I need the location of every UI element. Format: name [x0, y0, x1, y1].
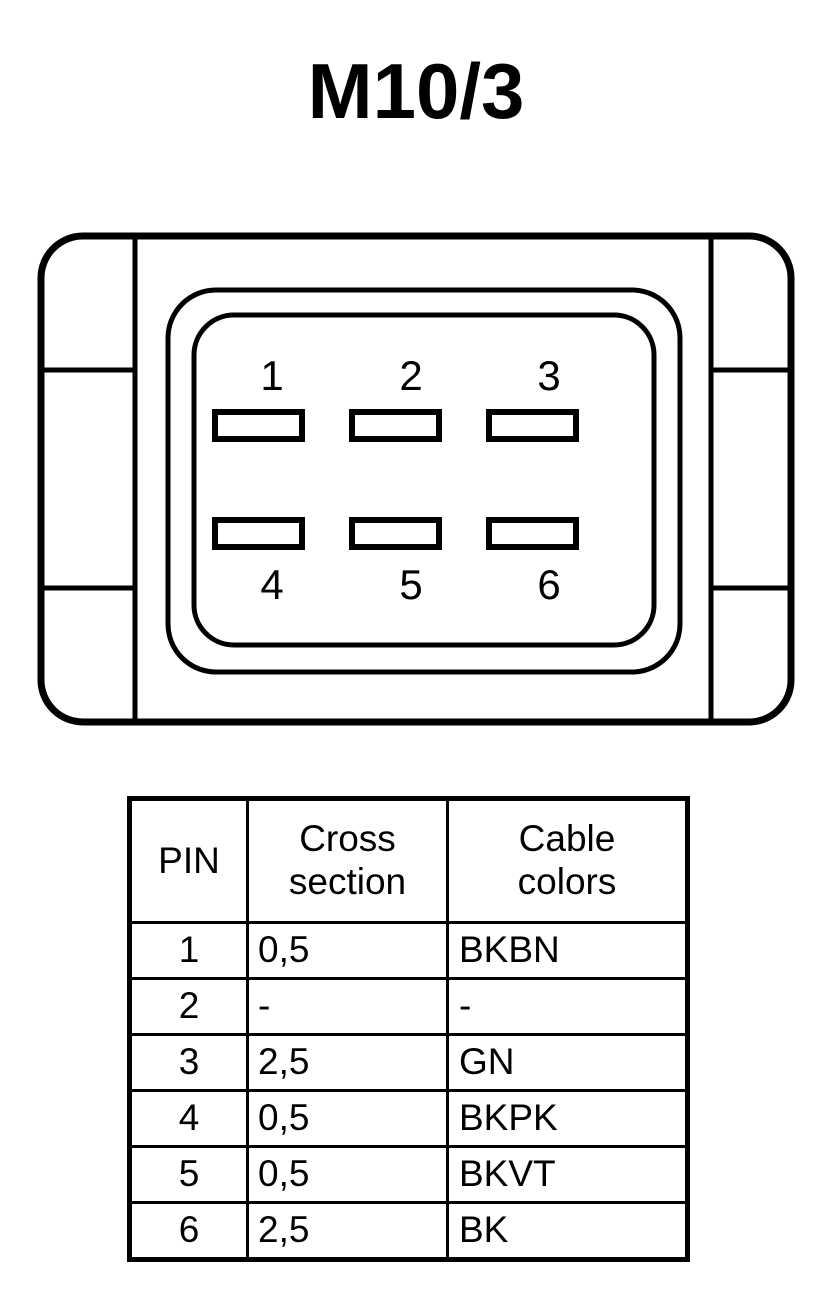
pin-slot-6 [486, 517, 579, 550]
connector-middle-shroud [165, 287, 683, 675]
pin-label-6: 6 [537, 561, 560, 608]
column-header-cross-line-2: section [288, 861, 407, 902]
pin-slot-1 [212, 409, 305, 442]
table-row: 2 - - [128, 977, 689, 1036]
cell-cross-section: 2,5 [246, 1201, 449, 1261]
connector-inner-cavity [191, 312, 657, 648]
pin-label-1: 1 [260, 352, 283, 399]
cell-cable-colors: BKPK [446, 1089, 689, 1148]
pin-assignment-table: PIN Cross section Cable colors 1 0,5 BKB… [127, 796, 690, 1262]
cell-cable-colors: BKVT [446, 1145, 689, 1204]
table-row: 5 0,5 BKVT [128, 1145, 689, 1204]
cell-cable-colors: BKBN [446, 921, 689, 980]
pin-slot-3 [486, 409, 579, 442]
cell-cable-colors: - [446, 977, 689, 1036]
column-header-colors-line-1: Cable [518, 818, 616, 860]
cell-pin: 6 [128, 1201, 249, 1261]
table-header-row: PIN Cross section Cable colors [128, 797, 689, 924]
cell-cable-colors: GN [446, 1033, 689, 1092]
cell-pin: 5 [128, 1145, 249, 1204]
column-header-cross-section: Cross section [246, 797, 449, 924]
pin-assignment-table-wrapper: PIN Cross section Cable colors 1 0,5 BKB… [127, 796, 690, 1262]
cell-pin: 3 [128, 1033, 249, 1092]
column-header-cross-line-1: Cross [299, 818, 396, 860]
connector-svg: 1 2 3 4 5 6 [37, 232, 795, 726]
pin-slot-4 [212, 517, 305, 550]
cell-pin: 2 [128, 977, 249, 1036]
pin-label-4: 4 [260, 561, 283, 608]
column-header-cable-colors: Cable colors [446, 797, 689, 924]
connector-outer-housing [37, 232, 795, 726]
cell-cable-colors: BK [446, 1201, 689, 1261]
pin-slot-2 [349, 409, 442, 442]
cell-cross-section: - [246, 977, 449, 1036]
pin-label-5: 5 [399, 561, 422, 608]
cell-pin: 4 [128, 1089, 249, 1148]
table-row: 4 0,5 BKPK [128, 1089, 689, 1148]
cell-cross-section: 2,5 [246, 1033, 449, 1092]
connector-diagram: 1 2 3 4 5 6 [0, 222, 832, 734]
column-header-pin: PIN [128, 797, 249, 924]
page-title: M10/3 [307, 47, 525, 135]
column-header-colors-line-2: colors [517, 861, 617, 902]
pin-label-2: 2 [399, 352, 422, 399]
cell-cross-section: 0,5 [246, 921, 449, 980]
pin-slot-5 [349, 517, 442, 550]
pin-label-3: 3 [537, 352, 560, 399]
table-row: 1 0,5 BKBN [128, 921, 689, 980]
column-header-pin-line-1: PIN [158, 839, 220, 881]
cell-cross-section: 0,5 [246, 1145, 449, 1204]
table-row: 3 2,5 GN [128, 1033, 689, 1092]
cell-cross-section: 0,5 [246, 1089, 449, 1148]
cell-pin: 1 [128, 921, 249, 980]
table-row: 6 2,5 BK [128, 1201, 689, 1261]
